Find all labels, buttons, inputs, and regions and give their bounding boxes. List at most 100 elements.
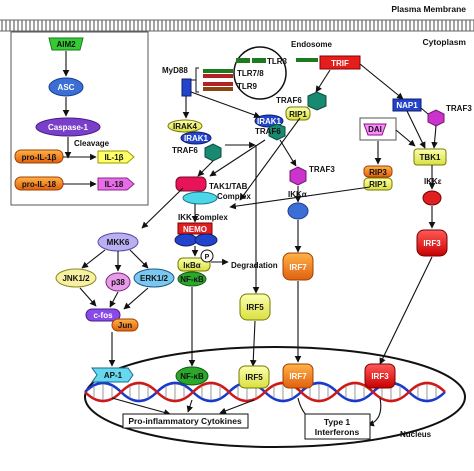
irak1-left-label: IRAK1 — [184, 134, 209, 143]
tbk1-node — [413, 148, 447, 166]
irak1-mid-label: IRAK1 — [257, 117, 282, 126]
p38-label: p38 — [111, 278, 125, 287]
tlr3-ext — [296, 58, 318, 62]
traf6-trif-label: TRAF6 — [276, 96, 302, 105]
traf6-mid-label: TRAF6 — [255, 127, 281, 136]
tlr9-label: TLR9 — [237, 82, 258, 91]
irf3-nuc-node — [364, 363, 396, 389]
dai-box — [359, 117, 397, 141]
ikke-node — [422, 190, 442, 206]
arrow-mkk6-jnk — [81, 249, 106, 269]
phospho-badge — [200, 249, 214, 263]
aim2-label: AIM2 — [56, 40, 76, 49]
arrow-trif-traf6 — [315, 69, 331, 93]
ikk-beta-node — [194, 233, 218, 247]
arrow-dai-tbk1 — [395, 129, 416, 147]
arrow-trif-nap1 — [359, 63, 404, 100]
complex-label: Complex — [217, 192, 251, 201]
dai-label: DAI — [368, 125, 382, 134]
tak1-node — [175, 176, 207, 192]
pro-il18-label: pro-IL-18 — [22, 180, 57, 189]
type1-label: Type 1 — [324, 417, 351, 427]
interferons-box — [304, 413, 371, 440]
myd88-label: MyD88 — [162, 66, 188, 75]
plasma-membrane-label: Plasma Membrane — [391, 4, 466, 14]
irf5-nuc-node — [238, 365, 270, 389]
cfos-node — [85, 308, 121, 322]
proinflammatory-box — [122, 413, 249, 429]
traf6-mid-node — [268, 123, 286, 141]
erk-node — [133, 268, 175, 288]
p38-node — [105, 272, 131, 292]
arrow-traf6mid-traf3 — [279, 139, 297, 167]
ikka-label: IKKα — [288, 190, 307, 199]
irf7-nuc-node — [282, 363, 314, 389]
mkk6-label: MKK6 — [107, 238, 130, 247]
trif-node — [319, 55, 361, 70]
arrow-rip1trif-ikk — [239, 117, 301, 201]
tlr3-bar-b — [252, 58, 266, 63]
arrow-irf5-nucleus — [249, 320, 257, 367]
inflammasome-box — [10, 31, 149, 206]
traf3-mid-label: TRAF3 — [309, 165, 335, 174]
arrow-irf5-cytokines — [219, 399, 255, 414]
arrow-myd88-irak1mid — [190, 91, 261, 119]
tlr-bracket — [195, 67, 199, 93]
il1b-label: IL-1β — [104, 153, 123, 162]
irak1-left-node — [180, 131, 212, 145]
il18-node — [97, 177, 135, 191]
nucleus-label: Nucleus — [400, 430, 432, 439]
tlr9-bar-b — [203, 87, 233, 91]
rip1-trif-label: RIP1 — [289, 110, 307, 119]
ap1-node — [91, 367, 134, 383]
rip3-label: RIP3 — [369, 168, 387, 177]
endosome-circle — [233, 46, 287, 100]
arrow-ap1-cytokines — [111, 397, 171, 416]
irf3-nuc-label: IRF3 — [371, 372, 389, 381]
rip1-dai-node — [363, 177, 393, 191]
arrow-rip1-ikk — [229, 186, 371, 210]
tlr78-bar-a — [203, 69, 233, 73]
dai-node — [363, 123, 387, 136]
tbk1-label: TBK1 — [420, 153, 441, 162]
nfkb-nuc-node — [175, 366, 209, 386]
tlr78-label: TLR7/8 — [237, 69, 264, 78]
caspase1-node — [35, 117, 101, 137]
traf6-trif-node — [307, 91, 327, 111]
ikke-label: IKKε — [424, 177, 442, 186]
irf3-node — [416, 229, 448, 257]
ikka-node — [287, 202, 309, 220]
il18-label: IL-18 — [105, 180, 124, 189]
ikba-node — [177, 257, 211, 272]
trif-label: TRIF — [331, 59, 349, 68]
jnk-label: JNK1/2 — [62, 274, 90, 283]
cfos-label: c-fos — [93, 311, 113, 320]
ap1-label: AP-1 — [104, 371, 123, 380]
tlr78-bar-b — [203, 74, 233, 78]
irf7-node — [282, 252, 314, 281]
pro-il1b-label: pro-IL-1β — [22, 153, 57, 162]
tab-node — [182, 191, 218, 205]
irf3-label: IRF3 — [423, 239, 441, 248]
interferons-label: Interferons — [315, 427, 360, 437]
phospho-label: P — [205, 254, 210, 261]
aim2-node — [48, 37, 84, 51]
nemo-label: NEMO — [183, 225, 207, 234]
jun-label: Jun — [118, 321, 132, 330]
irf5-label: IRF5 — [246, 303, 264, 312]
tlr9-bar-a — [203, 82, 233, 86]
jnk-node — [55, 268, 97, 288]
cleavage-label: Cleavage — [74, 139, 110, 148]
arrow-tak1-mkk6 — [141, 187, 184, 229]
degradation-label: Degradation — [231, 261, 278, 270]
irak4-node — [167, 119, 203, 133]
ikk-complex-label: IKK Complex — [178, 213, 228, 222]
arrow-traf6-tak1 — [197, 160, 214, 177]
ikba-label: IκBα — [183, 261, 200, 270]
arrow-erk-jun — [123, 287, 149, 310]
jun-node — [111, 318, 139, 332]
nap1-traf3-link — [420, 107, 429, 115]
tak1-label: TAK1/TAB — [209, 182, 248, 191]
nfkb-cyto-node — [177, 271, 207, 287]
